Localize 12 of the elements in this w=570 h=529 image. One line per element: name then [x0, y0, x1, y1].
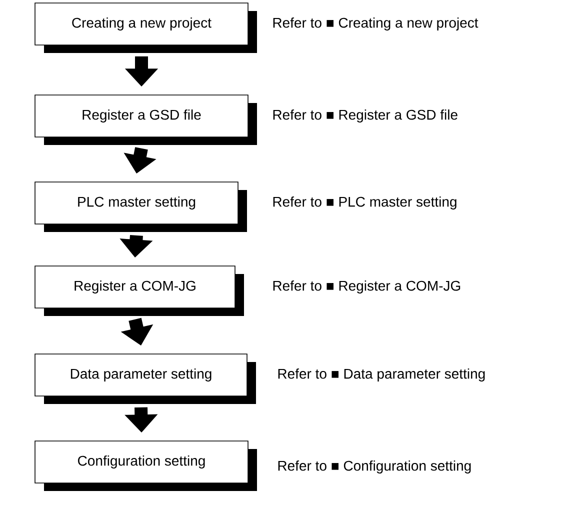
reference-text: Refer to ■ Configuration setting [278, 460, 471, 474]
process-box: Register a GSD file [34, 94, 257, 145]
process-box: PLC master setting [34, 182, 247, 232]
reference-text: Refer to ■ Register a GSD file [273, 109, 458, 122]
reference-text: Refer to ■ Creating a new project [273, 17, 478, 30]
reference-text: Refer to ■ Data parameter setting [278, 368, 485, 382]
process-box: Register a COM-JG [34, 266, 244, 316]
process-box: Creating a new project [34, 2, 257, 53]
reference-text: Refer to ■ Register a COM-JG [273, 280, 460, 294]
reference-text: Refer to ■ PLC master setting [273, 196, 456, 210]
process-box: Configuration setting [34, 440, 257, 491]
process-box: Data parameter setting [34, 354, 256, 404]
